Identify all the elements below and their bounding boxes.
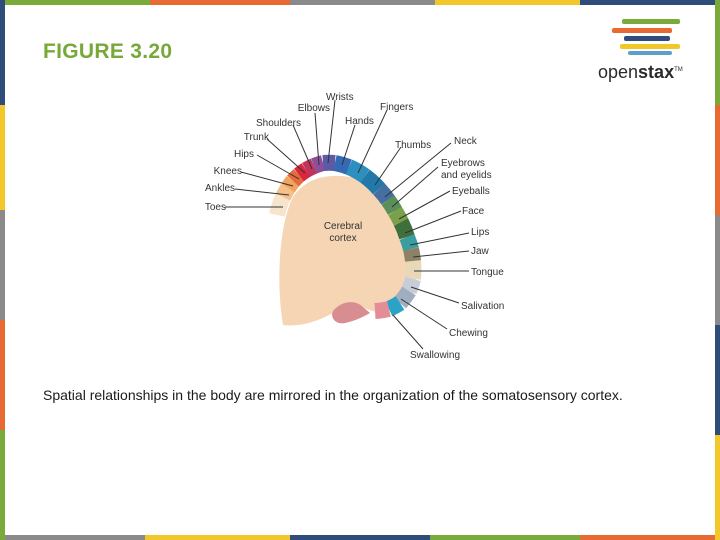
cortex-label-line-1: Cerebral <box>324 221 362 232</box>
label-knees: Knees <box>214 166 242 177</box>
label-ankles: Ankles <box>205 183 235 194</box>
frame-right-blue <box>715 325 720 435</box>
cortex-lower-edge <box>332 302 370 324</box>
label-tongue: Tongue <box>471 267 504 278</box>
logo-trademark: TM <box>674 67 683 73</box>
frame-left-orange <box>0 320 5 430</box>
openstax-wordmark: openstaxTM <box>598 62 683 83</box>
label-eyebrows-line-1: Eyebrows <box>441 158 485 169</box>
label-swallowing: Swallowing <box>410 350 460 361</box>
leader-lines <box>225 99 470 350</box>
figure-caption: Spatial relationships in the body are mi… <box>43 387 623 403</box>
label-elbows: Elbows <box>298 103 330 114</box>
somatosensory-diagram: Toes Ankles Knees Hips Trunk Shoulders E… <box>195 85 525 365</box>
slide-title: FIGURE 3.20 <box>43 40 173 63</box>
openstax-logo: openstaxTM <box>598 17 698 87</box>
frame-right-green <box>715 0 720 105</box>
frame-top-green <box>0 0 150 5</box>
label-hips: Hips <box>234 149 254 160</box>
label-jaw: Jaw <box>471 246 490 257</box>
sensory-band <box>269 154 422 319</box>
frame-bottom-gray <box>0 535 145 540</box>
body-part-labels: Toes Ankles Knees Hips Trunk Shoulders E… <box>205 92 504 361</box>
cortex-label-line-2: cortex <box>329 233 356 244</box>
label-toes: Toes <box>205 202 226 213</box>
logo-text-open: open <box>598 62 639 82</box>
frame-bottom-yellow <box>145 535 290 540</box>
frame-left-green <box>0 430 5 540</box>
frame-left-gray <box>0 210 5 320</box>
label-eyeballs: Eyeballs <box>452 186 490 197</box>
label-wrists: Wrists <box>326 92 354 103</box>
logo-text-stax: stax <box>638 62 675 82</box>
frame-right-gray <box>715 215 720 325</box>
label-trunk: Trunk <box>244 132 270 143</box>
frame-top-yellow <box>435 0 580 5</box>
frame-bottom-orange <box>580 535 720 540</box>
book-stack-icon <box>612 19 680 55</box>
label-lips: Lips <box>471 227 489 238</box>
label-face: Face <box>462 206 485 217</box>
label-hands: Hands <box>345 116 374 127</box>
cortex-section <box>279 175 417 326</box>
label-eyebrows-line-2: and eyelids <box>441 170 492 181</box>
frame-top-orange <box>150 0 290 5</box>
frame-left-blue <box>0 0 5 105</box>
frame-right-orange <box>715 105 720 215</box>
label-thumbs: Thumbs <box>395 140 431 151</box>
homunculus-map: Toes Ankles Knees Hips Trunk Shoulders E… <box>205 92 504 361</box>
frame-left-yellow <box>0 105 5 210</box>
label-salivation: Salivation <box>461 301 504 312</box>
frame-bottom-blue <box>290 535 430 540</box>
label-neck: Neck <box>454 136 478 147</box>
label-fingers: Fingers <box>380 102 413 113</box>
label-shoulders: Shoulders <box>256 118 301 129</box>
frame-top-gray <box>290 0 435 5</box>
frame-right-yellow <box>715 435 720 540</box>
frame-bottom-green <box>430 535 580 540</box>
label-chewing: Chewing <box>449 328 488 339</box>
frame-top-blue <box>580 0 720 5</box>
